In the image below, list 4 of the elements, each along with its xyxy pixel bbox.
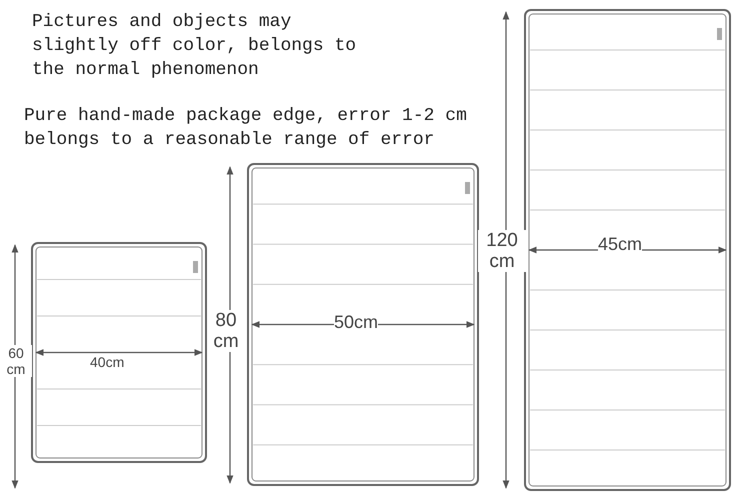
dimension-label: 120 cm — [478, 230, 526, 272]
note-text: Pure hand-made package edge, error 1-2 cm belongs to a reasonable range of error — [24, 105, 468, 152]
note-text: Pictures and objects may slightly off color, belongs to the normal phenomenon — [32, 11, 358, 82]
dimension-label: 40cm — [90, 354, 124, 370]
